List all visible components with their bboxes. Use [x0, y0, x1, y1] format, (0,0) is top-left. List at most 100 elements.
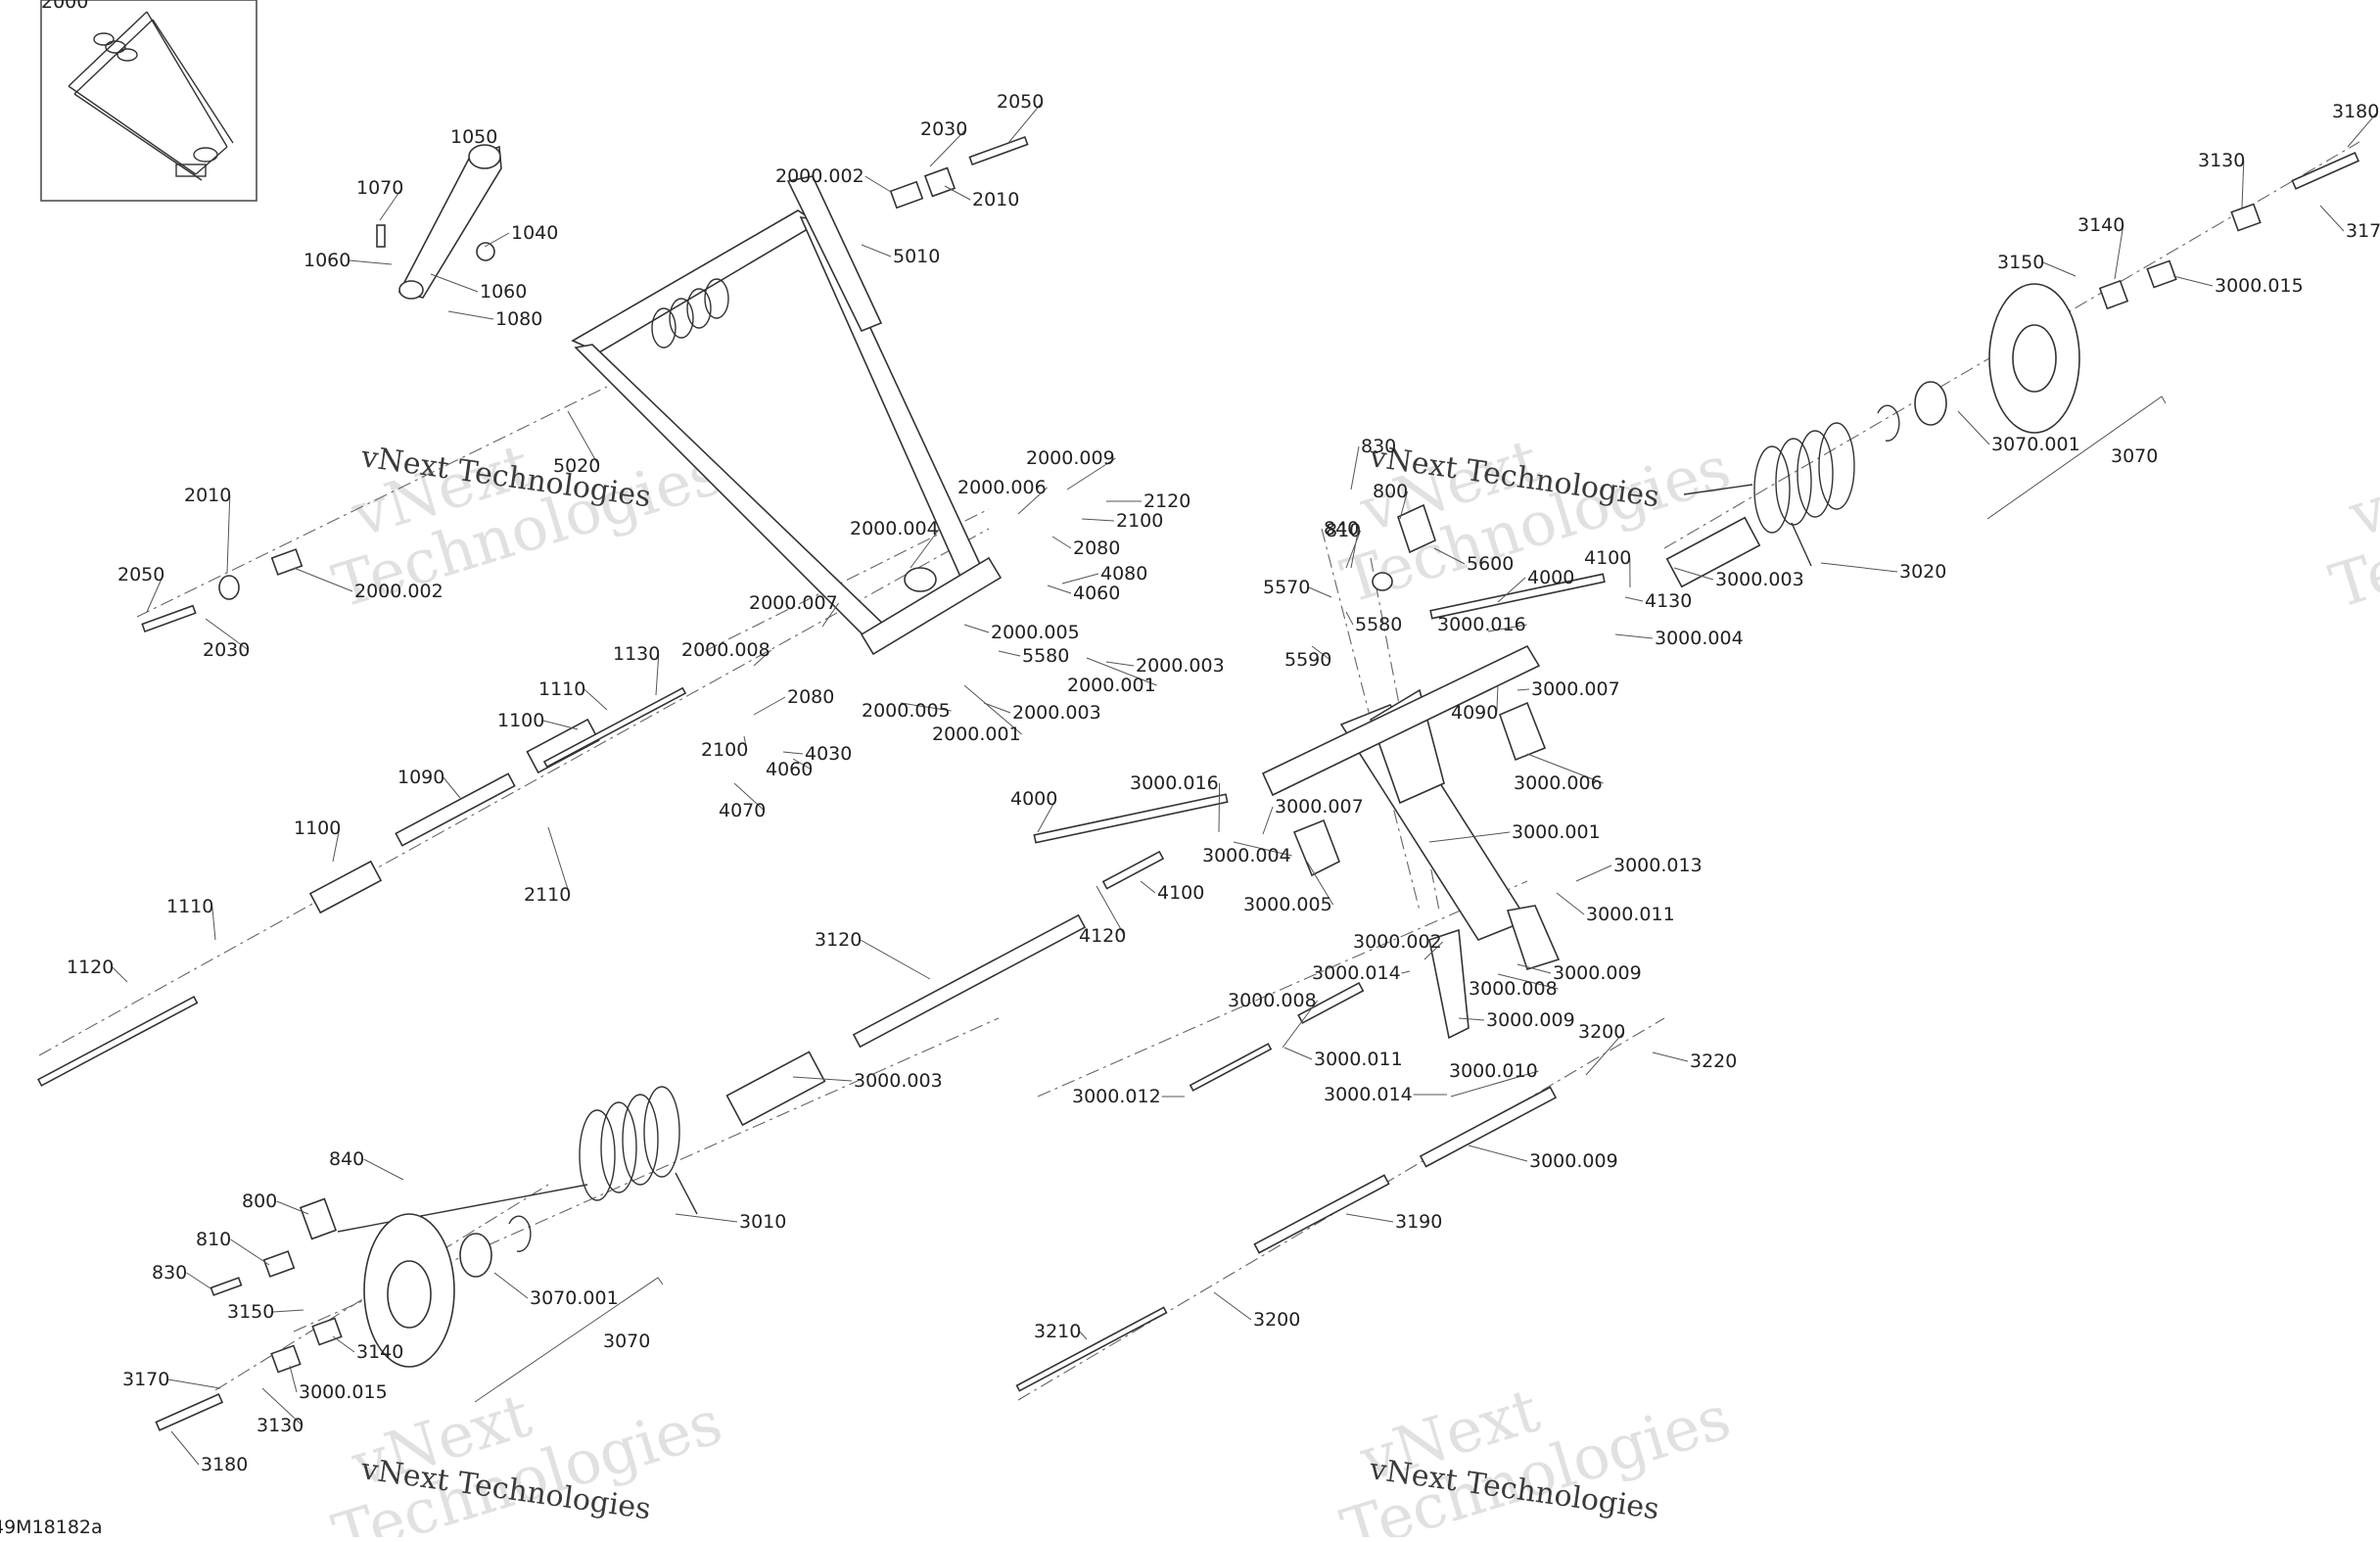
part-callout-label: 3000.014 [1312, 962, 1401, 984]
part-callout-label: 2010 [184, 485, 231, 506]
callout: 3150 [227, 1301, 303, 1323]
leader-line [862, 245, 891, 257]
part-callout-label: 4060 [766, 759, 813, 780]
part-callout-label: 2000.006 [957, 477, 1047, 498]
callout: 2000.006 [957, 477, 1048, 514]
part-callout-label: 1060 [480, 281, 527, 303]
callout: 3180 [2332, 101, 2379, 147]
callout: 1040 [485, 222, 558, 247]
callout: 3020 [1821, 561, 1946, 583]
part-callout-label: 3000.012 [1072, 1086, 1161, 1107]
spacer-3140-left [312, 1318, 341, 1344]
callout: 1100 [497, 710, 578, 731]
part-callout-label: 1110 [166, 896, 213, 917]
part-callout-label: 3070 [603, 1331, 650, 1352]
part-callout-label: 3200 [1578, 1021, 1625, 1043]
bearing-3070-001-right [1915, 382, 1946, 425]
leader-line [1346, 612, 1353, 625]
callout: 3000.014 [1312, 962, 1410, 984]
part-callout-label: 3130 [2198, 150, 2245, 171]
callout: 2000.008 [681, 639, 771, 666]
part-callout-label: 2000.004 [850, 518, 939, 539]
callout: 3130 [2198, 150, 2245, 208]
link-4000-lower [1034, 794, 1227, 842]
part-callout-label: 2000.002 [775, 165, 864, 187]
part-callout-label: 3000.008 [1228, 990, 1317, 1011]
part-callout-label: 3010 [739, 1211, 786, 1233]
leader-line [485, 233, 509, 247]
callout: 5010 [862, 245, 940, 267]
svg-text:vNext: vNext [2340, 429, 2380, 550]
rear-arm-assembly [142, 137, 1027, 654]
part-callout-label: 3150 [1997, 252, 2044, 273]
part-number: 49M18182a [0, 1517, 103, 1537]
part-callout-label: 3000.007 [1531, 678, 1620, 700]
part-callout-label: 3170 [122, 1369, 169, 1390]
part-callout-label: 2030 [203, 639, 250, 661]
leader-line [1219, 783, 1220, 832]
rear-arm-brace [788, 176, 881, 331]
leader-line [168, 1379, 220, 1388]
rod-3190 [1254, 1175, 1388, 1252]
leader-line [2043, 262, 2076, 276]
leader-line [273, 1310, 303, 1312]
part-callout-label: 3000.009 [1529, 1150, 1618, 1172]
leader-line [364, 1159, 403, 1180]
part-callout-label: 5020 [553, 455, 600, 477]
callout: 3070.001 [494, 1273, 619, 1309]
part-callout-label: 3000.015 [2215, 275, 2304, 297]
leader-line [187, 1273, 210, 1288]
rear-bushing [905, 568, 936, 591]
leader-line [227, 495, 230, 573]
part-callout-label: 3000.002 [1353, 931, 1442, 953]
callout: 5580 [1346, 612, 1402, 635]
leader-line [584, 689, 607, 710]
part-callout-label: 1040 [511, 222, 558, 244]
part-callout-label: 2080 [787, 686, 834, 708]
leader-line [443, 777, 460, 798]
spacer-3000-015-right [2147, 260, 2175, 287]
callout: 1060 [431, 274, 527, 303]
callout: 3000.006 [1514, 754, 1604, 794]
callout: 2080 [1052, 537, 1120, 559]
callout: 3140 [333, 1336, 403, 1363]
part-callout-label: 800 [242, 1191, 277, 1212]
leader-line [494, 1273, 528, 1298]
part-callout-label: 1080 [495, 308, 542, 330]
part-callout-label: 3000.015 [299, 1381, 388, 1403]
callout: 1080 [448, 308, 542, 330]
leader-line [1052, 537, 1071, 548]
part-callout-label: 2000.003 [1136, 655, 1225, 677]
callout: 2010 [184, 485, 231, 573]
callout: 3000.012 [1072, 1086, 1185, 1107]
callout: 2050 [997, 91, 1044, 143]
callout: 3000.016 [1437, 614, 1527, 635]
part-callout-label: 1060 [303, 250, 350, 271]
idler-wheel-hub [388, 1261, 431, 1328]
callout: 4070 [719, 783, 766, 821]
callout: 840 [329, 1148, 403, 1180]
callout: 4130 [1625, 590, 1692, 612]
callout: 2010 [945, 186, 1019, 210]
part-callout-label: 4100 [1157, 882, 1204, 904]
part-callout-label: 2080 [1073, 537, 1120, 559]
callout: 3140 [2077, 214, 2124, 279]
leader-line [2173, 276, 2213, 286]
callout: 1100 [294, 818, 341, 862]
callout: 3070 [2111, 445, 2158, 467]
callout: 830 [152, 1262, 210, 1288]
leader-line [783, 752, 803, 754]
bolt-4120 [1103, 852, 1163, 889]
pin-3000-012 [1190, 1044, 1271, 1091]
callout: 3190 [1346, 1211, 1442, 1233]
callout: 2000.003 [1106, 655, 1225, 677]
part-callout-label: 3000.013 [1613, 855, 1703, 876]
callout: 1130 [613, 643, 660, 695]
callout: 800 [242, 1191, 308, 1214]
part-callout-label: 3000.006 [1514, 772, 1603, 794]
spacer-3130-right [2231, 204, 2260, 230]
rear-arm-frame [573, 210, 817, 352]
leader-line [1263, 807, 1273, 834]
leader-line [350, 260, 392, 264]
callout: 2050 [117, 564, 164, 612]
